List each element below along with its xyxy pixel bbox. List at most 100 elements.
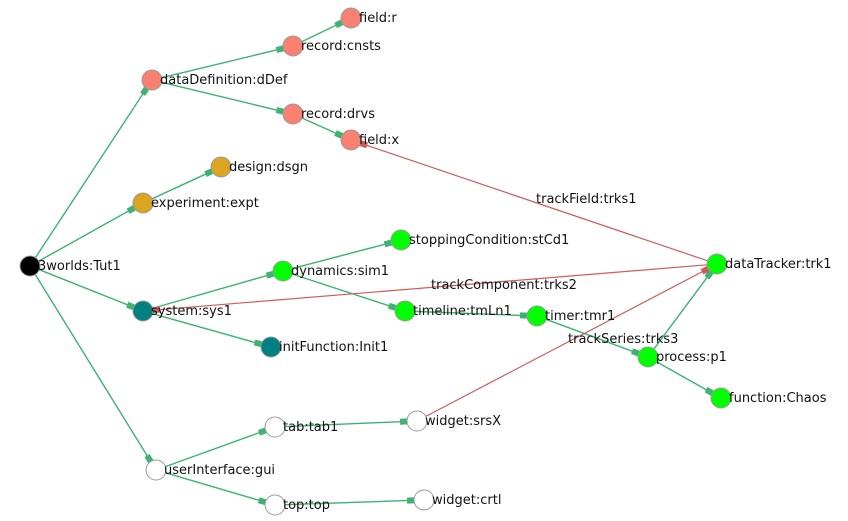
- edge-arrow: [126, 205, 136, 214]
- node-gui[interactable]: userInterface:gui: [145, 459, 275, 481]
- node-circle[interactable]: [264, 494, 286, 516]
- node-circle[interactable]: [394, 300, 416, 322]
- node-circle[interactable]: [526, 305, 548, 327]
- node-label: initFunction:Init1: [279, 340, 388, 355]
- edge-trk1-sys1: [152, 264, 708, 314]
- node-label: dataDefinition:dDef: [160, 73, 288, 88]
- node-p1[interactable]: process:p1: [637, 346, 727, 368]
- edge-arrow: [359, 140, 369, 149]
- node-label: design:dsgn: [229, 160, 308, 175]
- edge-srsX-trk1: [425, 265, 710, 417]
- node-circle[interactable]: [282, 35, 304, 57]
- edge-arrow: [275, 107, 284, 115]
- node-init[interactable]: initFunction:Init1: [260, 336, 388, 358]
- node-stCd1[interactable]: stoppingCondition:stCd1: [390, 229, 569, 251]
- node-label: system:sys1: [151, 304, 232, 319]
- node-circle[interactable]: [264, 416, 286, 438]
- edge-drvs-fx: [301, 117, 344, 139]
- node-label: top:top: [283, 498, 330, 513]
- node-circle[interactable]: [141, 69, 163, 91]
- edge-arrow: [126, 301, 135, 311]
- edge-label: trackSeries:trks3: [568, 332, 678, 347]
- node-root[interactable]: 3worlds:Tut1: [19, 255, 121, 277]
- node-label: timer:tmr1: [545, 309, 615, 324]
- node-label: record:cnsts: [301, 39, 381, 54]
- node-circle[interactable]: [282, 103, 304, 125]
- node-circle[interactable]: [706, 253, 728, 275]
- node-circle[interactable]: [132, 300, 154, 322]
- node-srsX[interactable]: widget:srsX: [406, 410, 501, 432]
- edge-sim1-tmLn1: [292, 273, 397, 311]
- node-tab1[interactable]: tab:tab1: [264, 416, 338, 438]
- edge-sys1-init: [152, 313, 263, 348]
- edge-top-crtl: [284, 497, 415, 506]
- edge-labels-layer: trackField:trks1trackComponent:trks2trac…: [431, 192, 678, 347]
- edge-sys1-sim1: [152, 270, 275, 309]
- edge-trk1-fx: [359, 140, 708, 262]
- node-label: dynamics:sim1: [291, 264, 389, 279]
- edge-gui-top: [165, 472, 267, 506]
- node-label: widget:srsX: [425, 414, 501, 429]
- node-circle[interactable]: [406, 410, 428, 432]
- node-top[interactable]: top:top: [264, 494, 330, 516]
- node-circle[interactable]: [210, 156, 232, 178]
- node-dDef[interactable]: dataDefinition:dDef: [141, 69, 288, 91]
- node-circle[interactable]: [340, 7, 362, 29]
- node-expt[interactable]: experiment:expt: [132, 192, 259, 214]
- node-circle[interactable]: [710, 387, 732, 409]
- node-circle[interactable]: [260, 336, 282, 358]
- edge-p1-chaos: [656, 361, 714, 396]
- node-chaos[interactable]: function:Chaos: [710, 387, 827, 409]
- edge-gui-tab1: [165, 427, 267, 468]
- node-sys1[interactable]: system:sys1: [132, 300, 232, 322]
- edge-dDef-cnsts: [161, 45, 284, 79]
- node-fr[interactable]: field:r: [340, 7, 397, 29]
- node-label: timeline:tmLn1: [413, 304, 512, 319]
- edge-arrow: [631, 348, 640, 357]
- node-circle[interactable]: [272, 260, 294, 282]
- edge-arrow: [383, 239, 393, 248]
- node-trk1[interactable]: dataTracker:trk1: [706, 253, 832, 275]
- edge-arrow: [257, 427, 267, 436]
- node-label: dataTracker:trk1: [725, 257, 832, 272]
- node-tmLn1[interactable]: timeline:tmLn1: [394, 300, 512, 322]
- nodes-layer: 3worlds:Tut1 dataDefinition:dDef record:cn…: [19, 7, 832, 516]
- node-circle[interactable]: [19, 255, 41, 277]
- node-fx[interactable]: field:x: [340, 129, 399, 151]
- edge-arrow: [334, 19, 344, 29]
- edge-tab1-srsX: [284, 418, 408, 428]
- node-circle[interactable]: [145, 459, 167, 481]
- edge-label: trackField:trks1: [536, 192, 636, 207]
- node-dsgn[interactable]: design:dsgn: [210, 156, 308, 178]
- node-cnsts[interactable]: record:cnsts: [282, 35, 381, 57]
- node-label: process:p1: [656, 350, 727, 365]
- edge-arrow: [152, 306, 161, 314]
- node-circle[interactable]: [390, 229, 412, 251]
- node-sim1[interactable]: dynamics:sim1: [272, 260, 389, 282]
- edge-arrow: [700, 265, 710, 275]
- node-circle[interactable]: [132, 192, 154, 214]
- node-crtl[interactable]: widget:crtl: [413, 489, 501, 511]
- edge-sim1-stCd1: [292, 239, 393, 270]
- node-label: field:r: [359, 11, 397, 26]
- edge-arrow: [406, 497, 415, 504]
- edge-arrow: [387, 302, 397, 311]
- node-drvs[interactable]: record:drvs: [282, 103, 375, 125]
- node-label: stoppingCondition:stCd1: [409, 233, 569, 248]
- node-circle[interactable]: [637, 346, 659, 368]
- node-label: function:Chaos: [729, 391, 827, 406]
- edge-root-expt: [38, 205, 136, 262]
- edge-dDef-drvs: [161, 81, 284, 115]
- node-circle[interactable]: [413, 489, 435, 511]
- edge-arrow: [519, 312, 528, 319]
- edge-root-sys1: [39, 269, 135, 311]
- edge-cnsts-fr: [301, 19, 344, 43]
- edge-arrow: [204, 168, 214, 177]
- node-tmr1[interactable]: timer:tmr1: [526, 305, 615, 327]
- edge-arrow: [275, 45, 284, 53]
- edge-root-gui: [34, 274, 154, 464]
- edges-layer: [34, 19, 714, 506]
- node-label: widget:crtl: [432, 493, 501, 508]
- node-circle[interactable]: [340, 129, 362, 151]
